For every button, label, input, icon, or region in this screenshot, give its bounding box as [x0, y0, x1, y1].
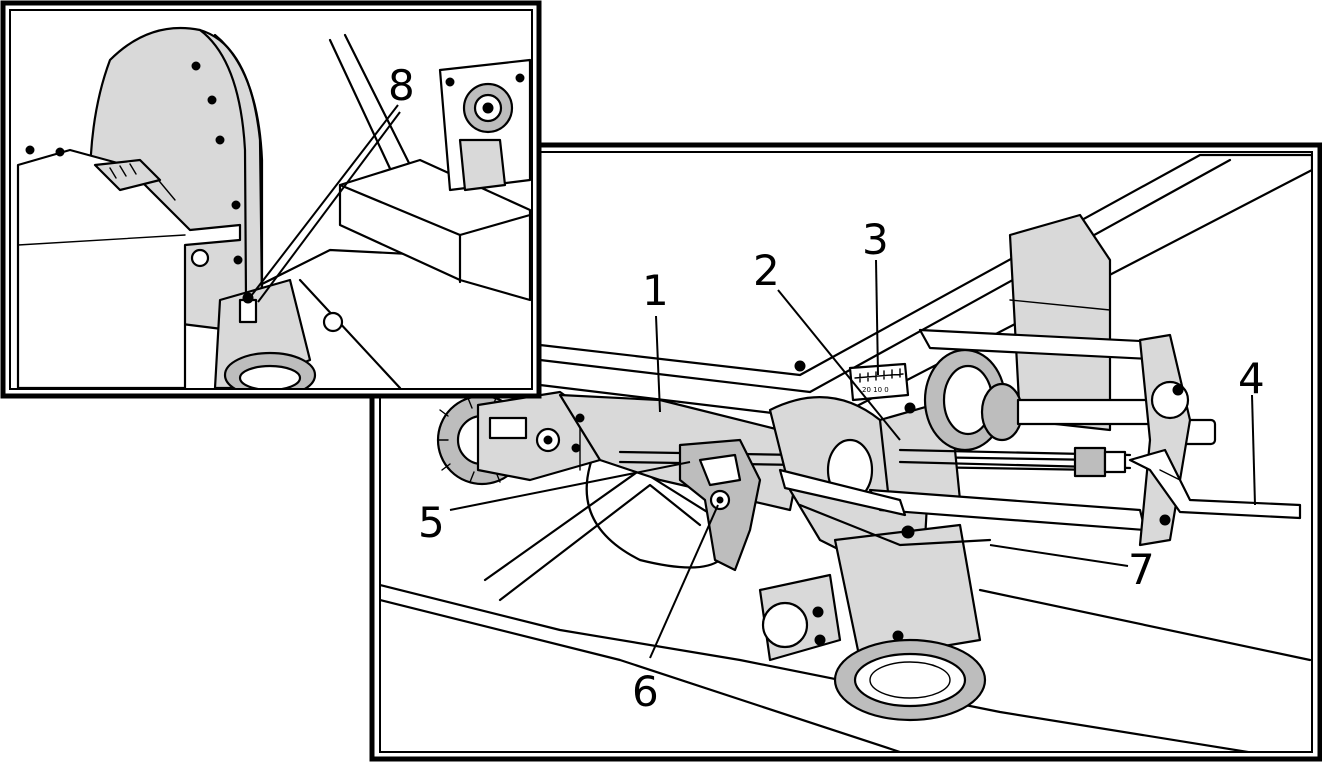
flange-bearing	[438, 58, 531, 192]
leader-5	[449, 461, 691, 511]
main-view: 20 10 0	[369, 142, 1322, 762]
vertical-pipe	[833, 523, 987, 722]
inset-view: 8	[0, 0, 542, 399]
tommy-bar	[1128, 448, 1302, 520]
leader-6	[649, 504, 719, 659]
clamp-lever	[678, 438, 762, 572]
gear-motor	[476, 390, 602, 482]
cover-panel-line	[1009, 299, 1111, 311]
callout-5: 5	[418, 498, 445, 547]
cover-panel	[1008, 213, 1112, 432]
callout-3: 3	[862, 215, 889, 264]
callout-2: 2	[753, 246, 780, 295]
leader-8b	[257, 111, 401, 303]
main-view-frame-outer	[369, 142, 1322, 762]
inset-frame-outer	[0, 0, 542, 399]
lower-bearing	[758, 573, 842, 662]
hub-assembly	[878, 348, 1217, 512]
puller-spindle	[898, 446, 1132, 478]
lower-pivot	[213, 278, 344, 388]
gauge-plate: 20 10 0	[848, 362, 910, 402]
floor-line-lower	[381, 599, 901, 751]
a-frame-bar-2	[498, 483, 702, 602]
inset-drawing	[16, 26, 531, 388]
sheet-shroud	[16, 145, 242, 388]
callout-8: 8	[388, 61, 415, 110]
gauge-scale-text: 20 10 0	[862, 386, 889, 394]
bolts	[571, 360, 916, 539]
support-arm-2	[798, 503, 992, 547]
main-view-drawing: 20 10 0	[381, 153, 1311, 751]
callout-7: 7	[1128, 545, 1155, 594]
main-view-frame-inner	[379, 151, 1313, 753]
callout-4: 4	[1238, 354, 1265, 403]
callout-6: 6	[632, 667, 659, 716]
floor-line-upper	[381, 584, 1249, 751]
square-tube	[338, 158, 531, 302]
floor-line-right	[978, 588, 1311, 662]
leader-7	[989, 544, 1129, 567]
leader-3	[875, 259, 879, 376]
support-arm	[778, 468, 907, 517]
callout-1: 1	[642, 266, 669, 315]
puller-frame	[868, 328, 1192, 547]
leader-4	[1251, 394, 1256, 506]
leader-8a	[247, 104, 399, 301]
leader-1	[655, 315, 661, 413]
leader-2	[777, 289, 901, 441]
a-frame-curve	[585, 438, 722, 569]
inset-frame-inner	[9, 9, 533, 390]
